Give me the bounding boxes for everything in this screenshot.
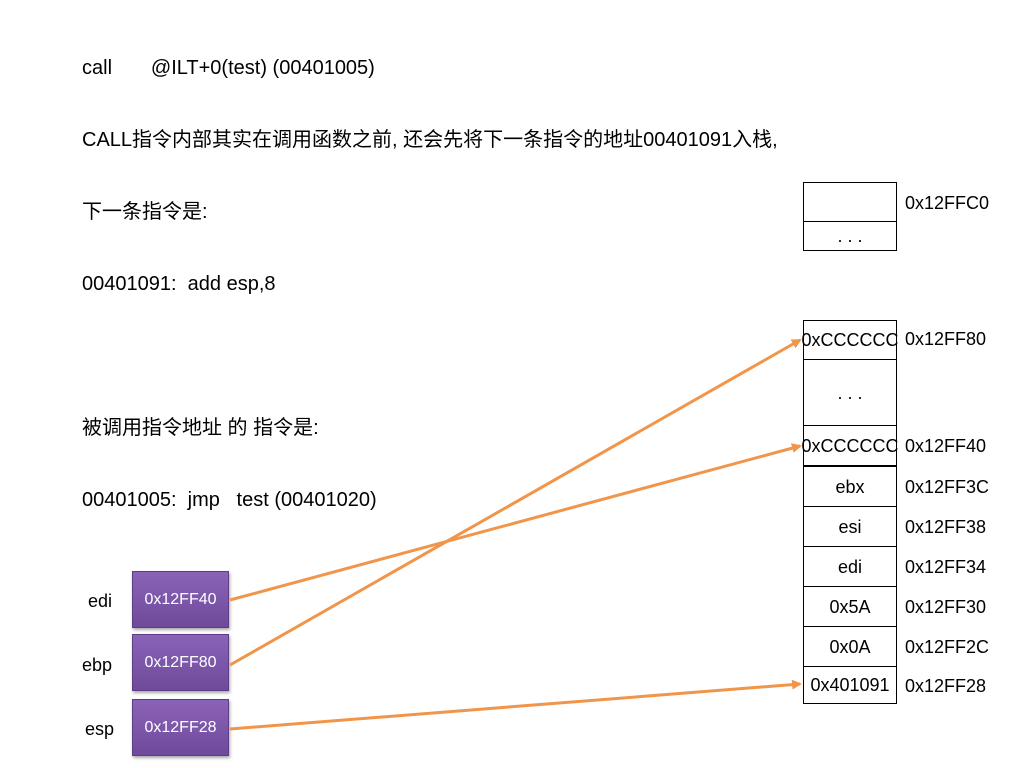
stack-cell: 0x401091 bbox=[803, 666, 897, 704]
edi-pointer-arrow bbox=[229, 443, 802, 602]
esp-pointer-arrow bbox=[229, 679, 802, 731]
stack-address: 0x12FF2C bbox=[905, 637, 990, 657]
instruction-line: 下一条指令是: bbox=[82, 201, 208, 223]
stack-address: 0x12FF34 bbox=[905, 557, 987, 577]
stack-cell: 0xCCCCCC bbox=[802, 425, 899, 466]
stack-cell: 0x5A bbox=[803, 586, 897, 627]
stack-address: 0x12FF30 bbox=[905, 597, 987, 617]
stack-cell: ebx bbox=[803, 466, 897, 507]
stack-cell: . . . bbox=[803, 359, 897, 426]
instruction-text: call @ILT+0(test) (00401005) CALL指令内部其实在… bbox=[82, 8, 778, 536]
stack-cell: 0x0A bbox=[803, 626, 897, 667]
instruction-line: 被调用指令地址 的 指令是: bbox=[82, 417, 319, 439]
stack-address: 0x12FF40 bbox=[905, 436, 987, 456]
register-box-esp: 0x12FF28 bbox=[132, 699, 229, 756]
ebp-pointer-arrow bbox=[229, 338, 802, 667]
register-label-esp: esp bbox=[85, 719, 115, 739]
stack-address: 0x12FF38 bbox=[905, 517, 987, 537]
instruction-line: 00401091: add esp,8 bbox=[82, 273, 276, 295]
instruction-line: 00401005: jmp test (00401020) bbox=[82, 489, 377, 511]
register-box-ebp: 0x12FF80 bbox=[132, 634, 229, 691]
stack-cell: esi bbox=[803, 506, 897, 547]
register-label-ebp: ebp bbox=[82, 655, 113, 675]
stack-address: 0x12FF28 bbox=[905, 676, 987, 696]
instruction-line: CALL指令内部其实在调用函数之前, 还会先将下一条指令的地址00401091入… bbox=[82, 129, 778, 151]
stack-cell: 0xCCCCCC bbox=[802, 320, 899, 360]
stack-address: 0x12FF3C bbox=[905, 477, 990, 497]
register-box-edi: 0x12FF40 bbox=[132, 571, 229, 628]
instruction-line: call @ILT+0(test) (00401005) bbox=[82, 57, 375, 79]
stack-address: 0x12FF80 bbox=[905, 329, 987, 349]
register-label-edi: edi bbox=[88, 591, 113, 611]
stack-address: 0x12FFC0 bbox=[905, 193, 990, 213]
stack-cell: . . . bbox=[803, 221, 897, 251]
